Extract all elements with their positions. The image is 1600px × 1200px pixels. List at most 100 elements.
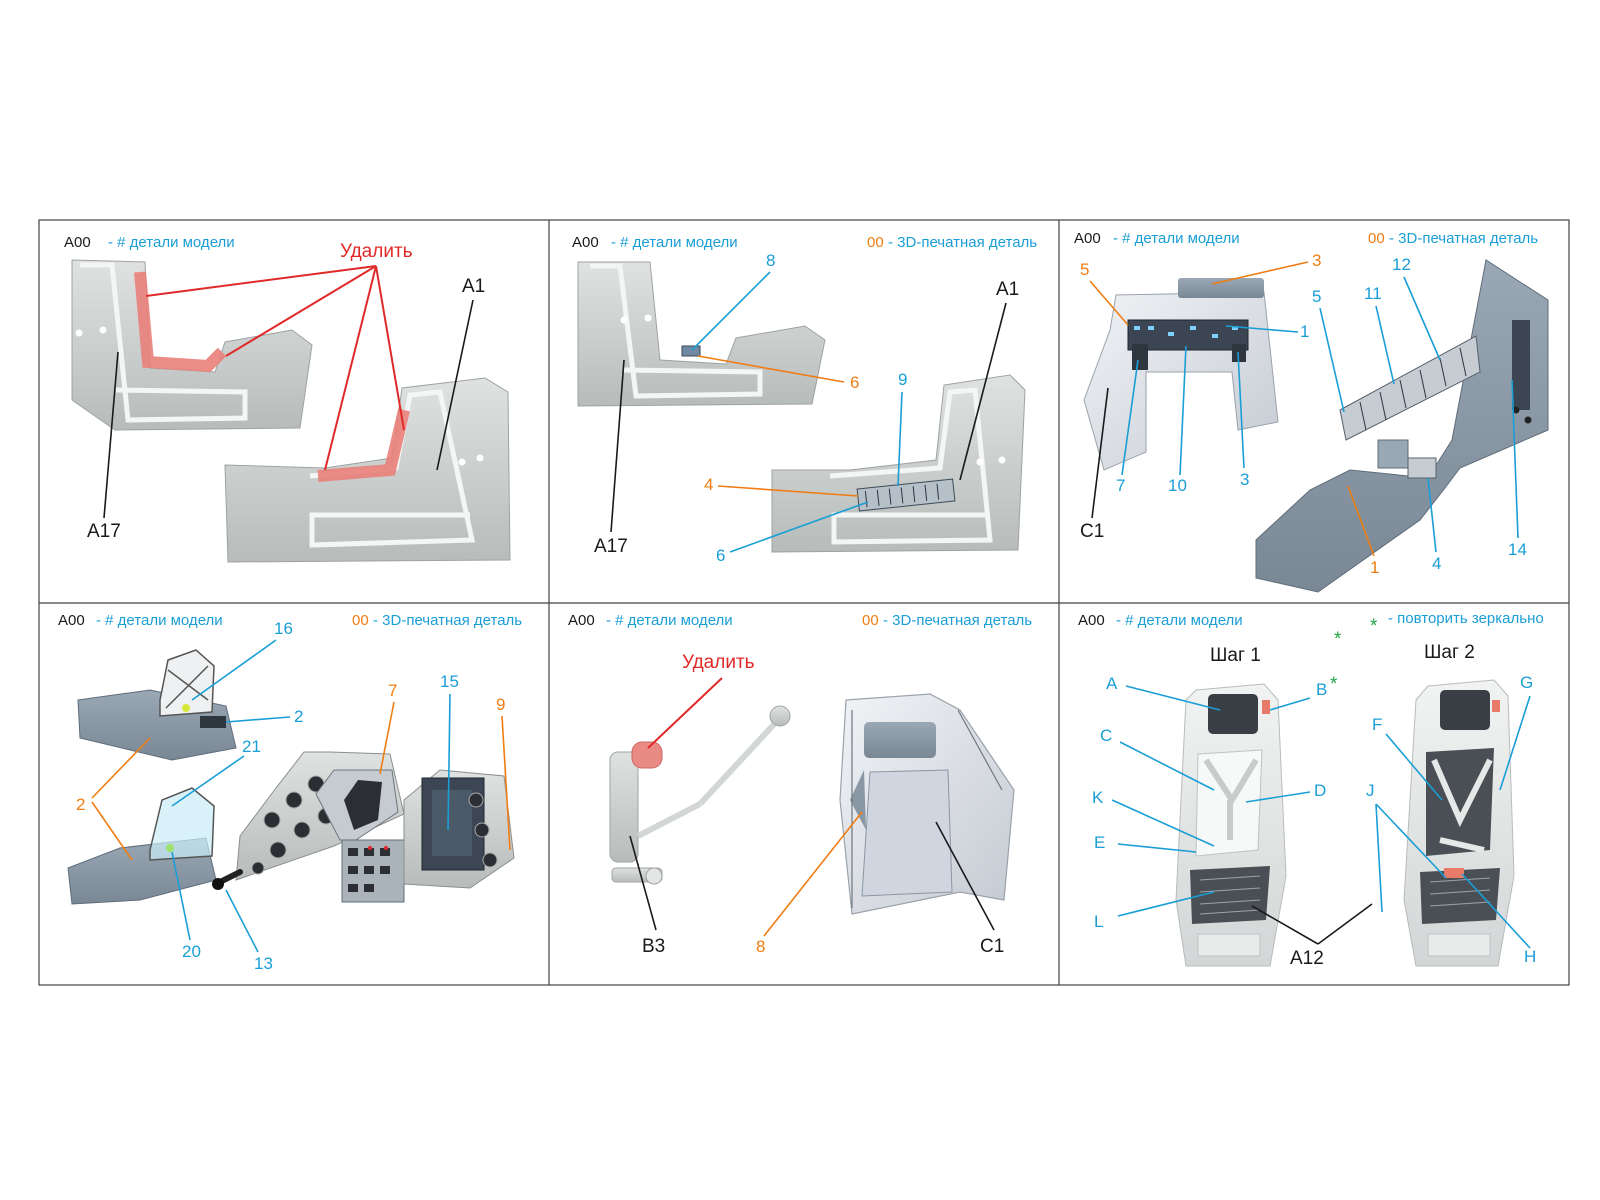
leader-20 [171,851,191,941]
leader-5-print [1089,280,1129,326]
part-1-print-illustration [1255,259,1549,593]
step-1-title: Шаг 1 [1210,645,1261,666]
legend-model-code: A00 [1074,230,1101,247]
leader-4-print [717,485,859,497]
legend-model-text: - # детали модели [108,234,235,251]
label-5-print: 5 [1080,260,1089,279]
part-a1-illustration [224,377,511,563]
mirror-star-b: * [1330,674,1338,695]
leader-7 [1121,359,1139,476]
label-8-print: 8 [756,937,765,956]
leader-6 [729,501,869,553]
panel-grid [38,219,1570,986]
label-21: 21 [242,737,261,756]
label-2-print: 2 [76,795,85,814]
label-4: 4 [1432,554,1441,573]
leader-7-print [379,701,395,775]
legend-model-text: - # детали модели [1113,230,1240,247]
remove-label: Удалить [340,241,413,262]
leader-8-print [763,811,863,937]
leader-13 [225,889,259,953]
leader-3-print [1211,261,1309,285]
label-9-print: 9 [496,695,505,714]
leader-6-print [697,355,845,383]
label-L: L [1094,912,1103,931]
label-20: 20 [182,942,201,961]
leader-9 [897,391,903,487]
label-7: 7 [1116,476,1125,495]
instrument-panel-illustration [212,751,515,903]
legend-model-code: A00 [1078,612,1105,629]
legend-model: A00 - # детали модели [64,234,235,251]
label-7-print: 7 [388,681,397,700]
step-2-title: Шаг 2 [1424,642,1475,663]
leader-10 [1179,345,1187,476]
leader-1 [1225,325,1299,333]
legend-model-code: A00 [58,612,85,629]
leader-a1 [959,302,1007,481]
legend-print-text: - 3D-печатная деталь [888,234,1037,251]
legend-print-code: 00 [1368,230,1385,247]
label-F: F [1372,715,1382,734]
leader-9-print [501,715,511,851]
label-5: 5 [1312,287,1321,306]
label-3-print: 3 [1312,251,1321,270]
legend-print-code: 00 [867,234,884,251]
label-K: K [1092,788,1104,807]
label-16: 16 [274,619,293,638]
label-E: E [1094,833,1105,852]
legend-model-code: A00 [64,234,91,251]
leader-a1 [436,299,474,471]
leader-11 [1375,305,1395,385]
part-a1-illustration [771,374,1026,553]
legend-model-text: - # детали модели [96,612,223,629]
part-a17-illustration [71,259,313,431]
leader-21 [171,755,245,807]
leader-2-print [91,737,151,861]
label-J: J [1366,781,1375,800]
seat-step-1-illustration [1175,683,1287,967]
label-13: 13 [254,954,273,973]
label-12: 12 [1392,255,1411,274]
label-a17: A17 [87,521,121,542]
label-6-print: 6 [850,373,859,392]
label-a17: A17 [594,536,628,557]
leader-8 [691,271,771,351]
leader-1-print [1347,485,1375,557]
panel-4: A00 - # детали модели 00 - 3D-печатная д… [58,612,522,973]
leader-14 [1511,379,1519,539]
label-14: 14 [1508,540,1527,559]
mirror-star: * [1370,616,1378,637]
label-1: 1 [1300,322,1309,341]
label-10: 10 [1168,476,1187,495]
leader-16 [191,639,277,701]
legend-model-code: A00 [568,612,595,629]
leader-5 [1319,307,1345,413]
label-2: 2 [294,707,303,726]
legend-model-text: - # детали модели [606,612,733,629]
label-9: 9 [898,370,907,389]
label-6: 6 [716,546,725,565]
label-b3: B3 [642,936,665,957]
part-c1-illustration [839,693,1015,915]
leader-a12 [1251,903,1373,945]
legend-print-text: - 3D-печатная деталь [373,612,522,629]
part-2-upper-illustration [77,649,237,761]
leader-3 [1237,351,1245,469]
leader-4 [1427,477,1437,553]
seat-step-2-illustration [1403,679,1515,967]
label-c1: C1 [980,936,1004,957]
legend-model-code: A00 [572,234,599,251]
legend-print-code: 00 [352,612,369,629]
part-c1-illustration [1083,278,1279,471]
mirror-star-step1: * [1334,629,1342,650]
legend-print-text: - 3D-печатная деталь [883,612,1032,629]
panel-6: A00 - # детали модели * - повторить зерк… [1078,610,1544,969]
leader-2 [225,716,291,723]
seat-leaders [1111,685,1531,949]
label-D: D [1314,781,1326,800]
panel-5: A00 - # детали модели 00 - 3D-печатная д… [568,612,1032,957]
label-a12: A12 [1290,948,1324,969]
panel-1: A00 - # детали модели Удалить A1 A17 [64,234,511,563]
leader-12 [1403,276,1441,361]
